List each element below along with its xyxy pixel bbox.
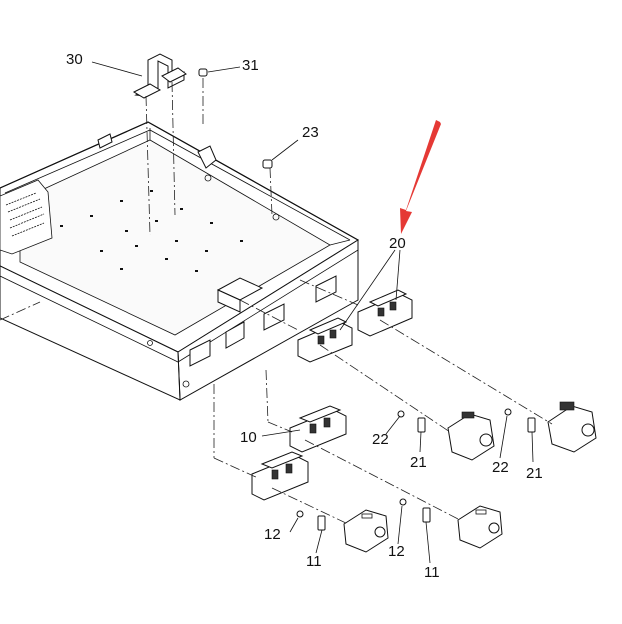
assembly-lines xyxy=(0,279,553,525)
callout-12-right: 12 xyxy=(388,543,405,560)
red-arrow xyxy=(400,120,441,234)
plug-hood-upper-right xyxy=(547,401,597,453)
plug-hood-upper-left xyxy=(447,411,495,461)
connector-housing-20a xyxy=(297,317,353,363)
plug-hood-lower-right xyxy=(457,505,503,549)
callout-12-left: 12 xyxy=(264,526,281,543)
mounting-bracket xyxy=(132,53,187,236)
callout-11-right: 11 xyxy=(424,564,440,581)
plug-hood-lower-left xyxy=(343,509,389,553)
callout-21-left: 21 xyxy=(410,454,427,471)
tray-housing xyxy=(0,121,359,401)
callout-21-right: 21 xyxy=(526,465,543,482)
leader-lines xyxy=(91,61,534,564)
connector-housing-10a xyxy=(289,405,347,453)
callout-20: 20 xyxy=(389,235,406,252)
callout-11-left: 11 xyxy=(306,553,322,570)
label-sheet xyxy=(0,179,53,255)
washers-and-screws xyxy=(296,408,536,531)
screw-23 xyxy=(262,159,280,221)
callout-22-right: 22 xyxy=(492,459,509,476)
connector-housing-20b xyxy=(357,289,413,337)
callout-30: 30 xyxy=(66,51,83,68)
screw-31 xyxy=(198,68,208,125)
callout-23: 23 xyxy=(302,124,319,141)
connector-housing-10b xyxy=(251,451,309,501)
callout-10: 10 xyxy=(240,429,257,446)
callout-22-left: 22 xyxy=(372,431,389,448)
callout-31: 31 xyxy=(242,57,259,74)
